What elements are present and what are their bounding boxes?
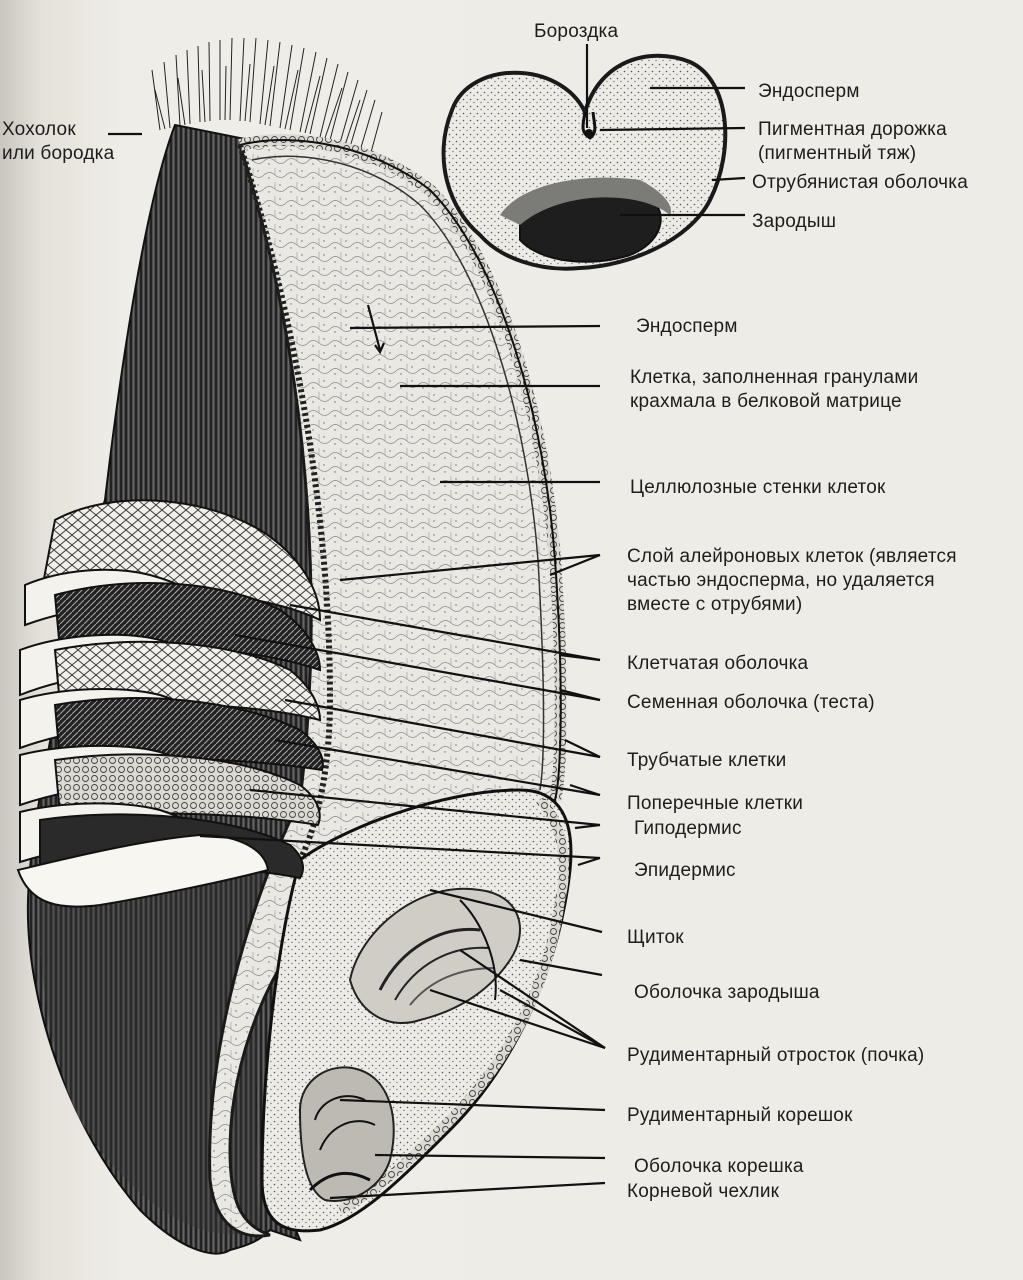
label-scutellum: Щиток [627, 927, 684, 948]
label-starch-cell: Клетка, заполненная гранулами крахмала в… [630, 366, 918, 414]
label-aleurone-line-3: вместе с отрубями) [627, 594, 803, 615]
cross-section-crease [581, 111, 597, 140]
grain-longitudinal-section [16, 123, 573, 1255]
label-hypodermis: Гиподермис [634, 818, 742, 839]
label-starch-cell-line-2: крахмала в белковой матрице [630, 391, 902, 412]
label-aleurone-line-2: частью эндосперма, но удаляется [627, 570, 935, 591]
label-testa: Семенная оболочка (теста) [627, 692, 875, 713]
label-cs-endosperm: Эндосперм [758, 81, 860, 102]
label-tuft-line-2: или бородка [2, 143, 115, 164]
label-cellulose-walls: Целлюлозные стенки клеток [630, 477, 886, 498]
label-pigment-strand: Пигментная дорожка (пигментный тяж) [758, 118, 947, 166]
label-radicle: Рудиментарный корешок [627, 1105, 853, 1126]
label-crease: Бороздка [534, 21, 619, 42]
label-coleoptile: Оболочка зародыша [634, 982, 820, 1003]
label-tuft: Хохолок или бородка [2, 118, 114, 166]
label-pigment-strand-line-1: Пигментная дорожка [758, 119, 947, 140]
leader-lines [108, 44, 746, 1200]
label-cross-cells: Поперечные клетки [627, 793, 804, 814]
label-endosperm: Эндосперм [636, 316, 738, 337]
label-plumule: Рудиментарный отросток (почка) [627, 1045, 925, 1066]
label-aleurone-line-1: Слой алейроновых клеток (является [627, 546, 957, 567]
label-tube-cells: Трубчатые клетки [627, 750, 787, 771]
peeled-bran-layers [16, 499, 324, 908]
brush-hairs [151, 37, 383, 157]
label-root-cap: Корневой чехлик [627, 1181, 780, 1202]
label-pigment-strand-line-2: (пигментный тяж) [758, 143, 917, 164]
label-coleorhiza: Оболочка корешка [634, 1156, 804, 1177]
label-epidermis: Эпидермис [634, 860, 736, 881]
label-starch-cell-line-1: Клетка, заполненная гранулами [630, 367, 919, 388]
label-bran-coat: Отрубянистая оболочка [752, 172, 968, 193]
label-cs-germ: Зародыш [752, 211, 837, 232]
label-tuft-line-1: Хохолок [2, 119, 76, 140]
label-nucellar: Клетчатая оболочка [627, 653, 809, 674]
label-aleurone: Слой алейроновых клеток (является частью… [627, 545, 957, 617]
